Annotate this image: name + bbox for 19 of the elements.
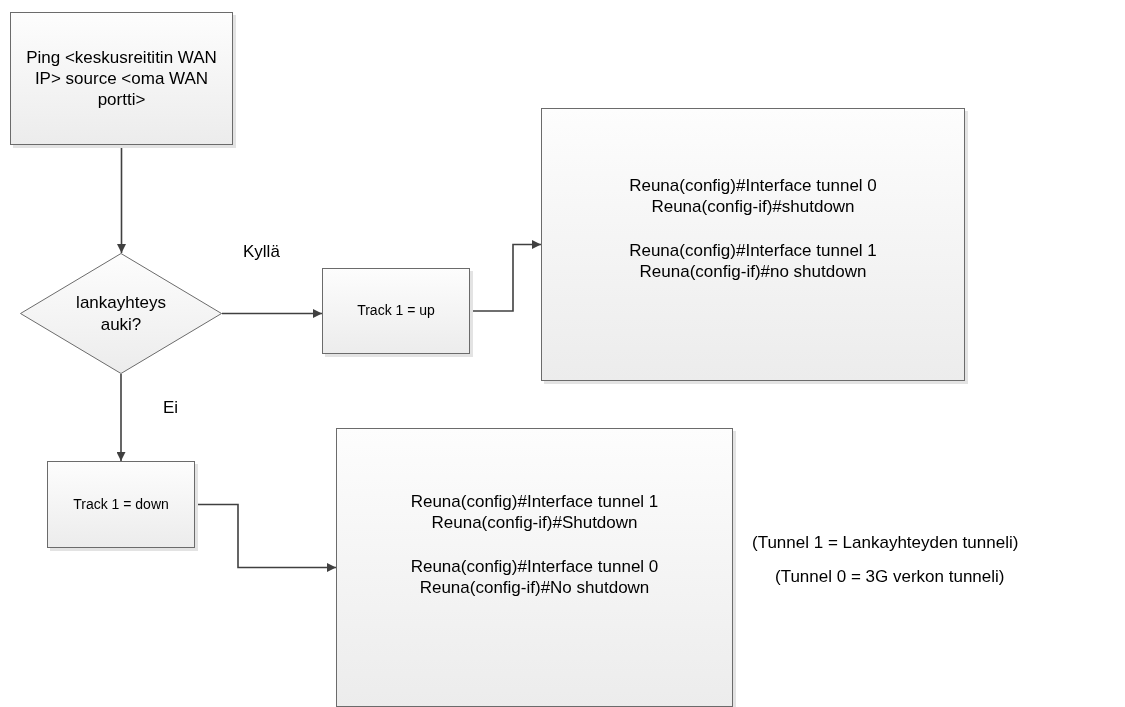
process-box (47, 461, 195, 548)
node-text: Track 1 = up (356, 302, 436, 320)
decision-diamond (20, 253, 222, 374)
process-box (336, 428, 733, 707)
note-text: (Tunnel 0 = 3G verkon tunneli) (775, 567, 1005, 587)
note-text: (Tunnel 1 = Lankayhteyden tunneli) (752, 533, 1019, 553)
process-box (541, 108, 965, 381)
arrow (116, 373, 126, 462)
process-box (322, 268, 470, 354)
node-text: lankayhteys auki? (75, 292, 167, 335)
node-text: Ping <keskusreititin WAN IP> source <oma WAN portti> (25, 46, 218, 111)
node-text: Reuna(config)#Interface tunnel 1 Reuna(config-if)#Shutdown (409, 491, 660, 534)
node-text: Reuna(config)#Interface tunnel 0 Reuna(config-if)#No shutdown (409, 555, 660, 598)
edge-label: Kyllä (243, 242, 280, 262)
arrow (221, 309, 323, 318)
node-text: Reuna(config)#Interface tunnel 0 Reuna(config-if)#shutdown (628, 175, 878, 218)
node-text: Reuna(config)#Interface tunnel 1 Reuna(config-if)#no shutdown (628, 239, 878, 282)
process-box (10, 12, 233, 145)
node-text: Track 1 = down (72, 495, 170, 514)
